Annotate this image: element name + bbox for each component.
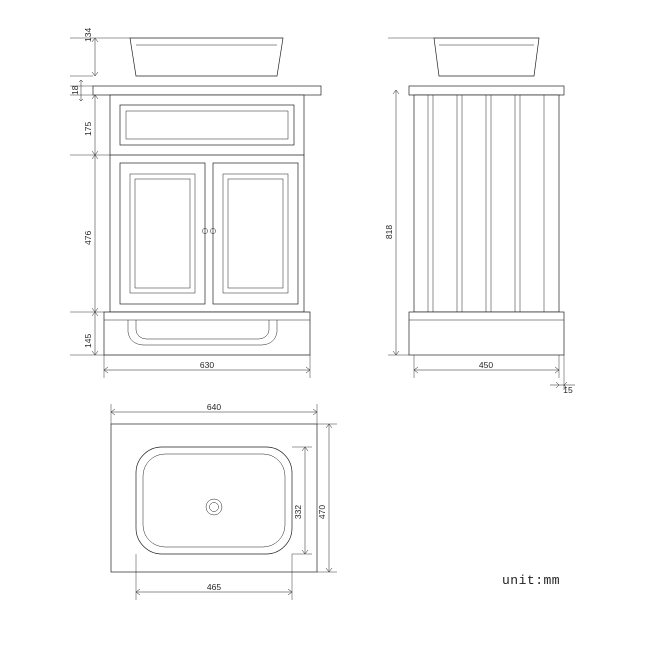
front-elevation-view: 134 18 175 476 145 (70, 28, 322, 378)
side-countertop (408, 85, 565, 96)
arrow-counter-bottom (78, 98, 84, 102)
dim-plinth-height: 145 (83, 334, 93, 348)
front-plinth-apron-inner (135, 320, 270, 340)
plan-drain-inner (209, 502, 219, 512)
plan-countertop (110, 423, 318, 573)
front-drawer-panel (119, 104, 295, 146)
dim-side-depth: 450 (479, 360, 493, 370)
arrow-offset-left (555, 381, 560, 389)
front-countertop (92, 85, 322, 96)
dim-counter-thickness: 18 (70, 85, 80, 95)
dim-drawer-height: 175 (83, 122, 93, 136)
dim-plan-width: 640 (207, 402, 221, 412)
dim-plan-depth: 470 (317, 505, 327, 519)
arrow-plan-width-right (312, 408, 318, 416)
dim-basin-width: 465 (207, 582, 221, 592)
dim-side-height: 818 (384, 225, 394, 239)
arrow-plinth-bottom (91, 350, 99, 356)
arrow-basin-width-left (135, 588, 141, 596)
plan-basin-outer (135, 446, 293, 555)
arrow-plinth-top (91, 311, 99, 317)
front-right-door-inner1 (222, 173, 289, 294)
front-basin-outer (129, 37, 284, 77)
arrow-drawer-top (91, 94, 99, 100)
front-left-door-inner2 (134, 178, 191, 289)
side-plinth (408, 311, 565, 356)
arrow-side-depth-right (554, 366, 560, 374)
dim-plinth-offset: 15 (563, 385, 573, 395)
plan-basin-inner (142, 453, 286, 548)
top-plan-view: 640 332 470 465 (110, 402, 337, 600)
arrow-plan-width-left (110, 408, 116, 416)
front-plinth-apron (127, 320, 278, 346)
dim-door-height: 476 (83, 231, 93, 245)
front-cabinet-body (109, 94, 305, 313)
arrow-plan-depth-bottom (325, 567, 333, 573)
arrow-basin-top (91, 37, 99, 43)
front-left-door-knob (202, 228, 208, 234)
front-left-door-inner1 (129, 173, 196, 294)
arrow-plan-depth-top (325, 423, 333, 429)
side-cabinet-body (413, 94, 560, 313)
arrow-basin-width-right (287, 588, 293, 596)
arrow-side-top (392, 89, 400, 95)
arrow-basin-depth-bottom (301, 549, 309, 555)
arrow-basin-bottom (91, 71, 99, 77)
dim-front-width: 630 (200, 360, 214, 370)
dim-basin-height: 134 (83, 28, 93, 42)
front-drawer-inner (125, 110, 289, 140)
arrow-front-left (103, 366, 109, 374)
front-plinth (103, 311, 311, 356)
side-basin-outer (433, 37, 540, 77)
unit-note: unit:mm (502, 573, 560, 588)
arrow-offset-right (563, 381, 568, 389)
arrow-basin-depth-top (301, 446, 309, 452)
arrow-counter-top (78, 79, 84, 83)
plan-drain-outer (205, 498, 223, 516)
arrow-door-top (91, 154, 99, 160)
front-right-door-knob (210, 228, 216, 234)
side-elevation-view: 818 450 15 (384, 37, 575, 395)
arrow-side-bottom (392, 350, 400, 356)
front-right-door-inner2 (227, 178, 284, 289)
arrow-front-right (305, 366, 311, 374)
dim-basin-depth: 332 (293, 505, 303, 519)
arrow-side-depth-left (413, 366, 419, 374)
